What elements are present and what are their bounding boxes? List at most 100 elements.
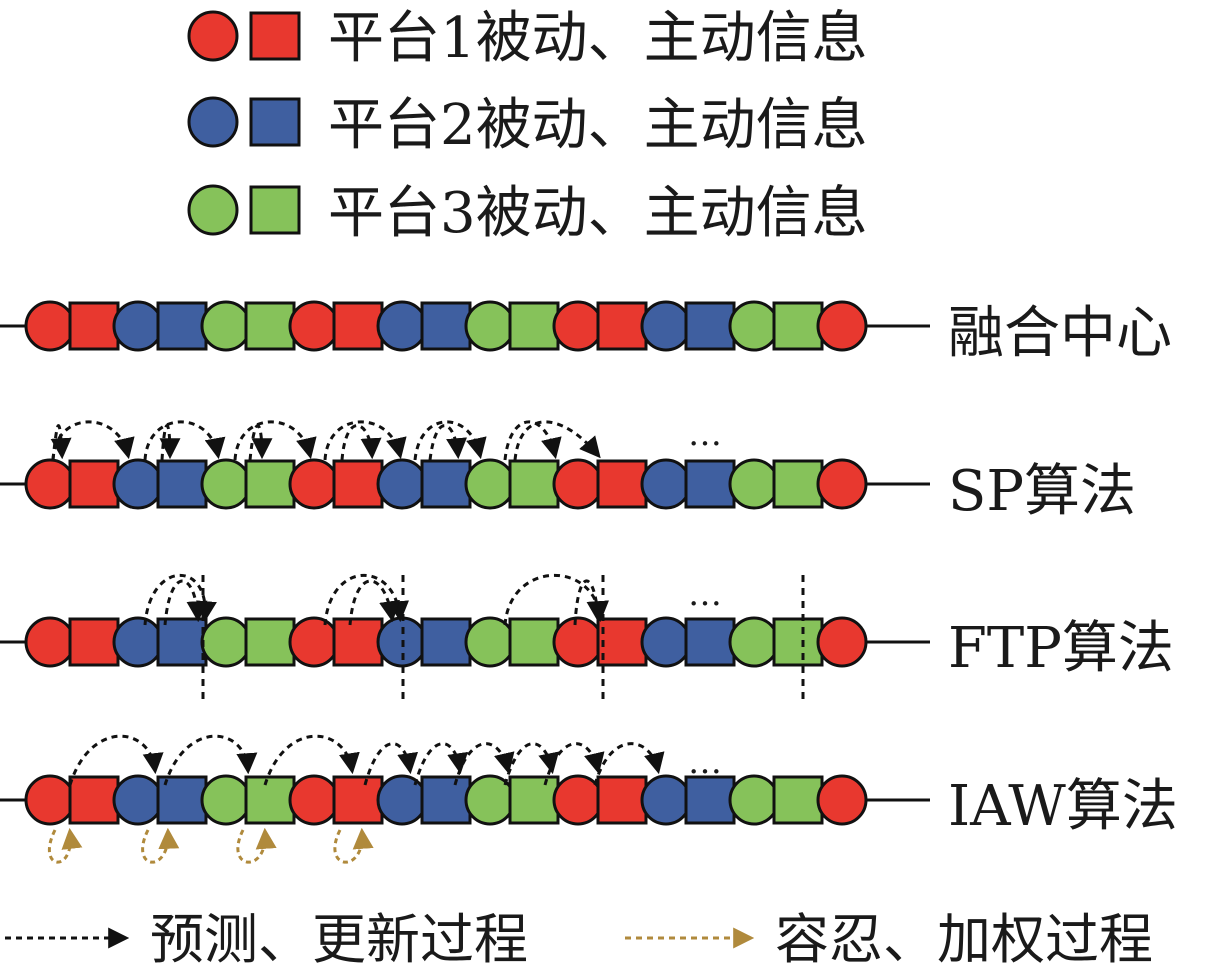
sp-green-active-square — [508, 459, 560, 509]
iaw-red-active-square — [596, 775, 648, 825]
ftp-blue-active-square — [420, 617, 472, 667]
iaw-blue-active-square — [156, 775, 208, 825]
platform-2-passive-circle-icon — [187, 96, 239, 148]
iaw-arrow-9 — [593, 742, 665, 786]
sp-red-active-square — [596, 459, 648, 509]
row-iaw-algorithm — [0, 774, 930, 826]
row-ftp-algorithm — [0, 616, 930, 668]
ftp-red-active-square — [332, 617, 384, 667]
iaw-ellipsis: … — [688, 742, 722, 782]
fusion-green-passive-circle — [464, 300, 516, 352]
row-label-iaw: IAW算法 — [948, 774, 1178, 839]
ftp-red-passive-circle — [288, 616, 340, 668]
fusion-red-active-square — [68, 301, 120, 351]
sp-blue-active-square — [420, 459, 472, 509]
sp-green-active-square — [772, 459, 824, 509]
fusion-red-active-square — [596, 301, 648, 351]
iaw-gold-arrow-3 — [236, 827, 277, 864]
fusion-blue-passive-circle — [376, 300, 428, 352]
ftp-arrow-3b — [573, 579, 608, 626]
legend-tolerance-weight: 容忍、加权过程 — [625, 908, 1153, 971]
iaw-arrow-5 — [413, 742, 469, 786]
iaw-blue-passive-circle — [376, 774, 428, 826]
iaw-green-active-square — [772, 775, 824, 825]
ftp-red-passive-circle — [24, 616, 76, 668]
ftp-ellipsis: … — [688, 574, 722, 614]
ftp-green-passive-circle — [728, 616, 780, 668]
fusion-green-active-square — [772, 301, 824, 351]
iaw-arrow-3 — [263, 734, 360, 786]
sp-arrow-5 — [413, 420, 487, 461]
legend-tolerance-weight-label: 容忍、加权过程 — [775, 908, 1153, 969]
sp-arrow-2b — [159, 424, 181, 461]
ftp-red-passive-circle — [552, 616, 604, 668]
iaw-arrow-7 — [503, 742, 559, 786]
legend-platform-1: 平台1被动、主动信息 — [187, 6, 868, 71]
iaw-tolerance-weight-arrows — [48, 827, 374, 864]
fusion-blue-passive-circle — [640, 300, 692, 352]
iaw-blue-passive-circle — [640, 774, 692, 826]
iaw-gold-arrow-2 — [141, 827, 180, 864]
sp-arrow-2 — [143, 420, 226, 461]
ftp-red-passive-circle — [816, 616, 868, 668]
fusion-blue-active-square — [684, 301, 736, 351]
row-label-ftp: FTP算法 — [948, 616, 1174, 681]
sp-green-passive-circle — [728, 458, 780, 510]
sp-red-passive-circle — [816, 458, 868, 510]
sp-red-passive-circle — [288, 458, 340, 510]
sp-arrow-1b — [50, 424, 72, 461]
sp-arrow-3 — [233, 420, 317, 461]
row-sp-algorithm — [0, 458, 930, 510]
sp-blue-passive-circle — [112, 458, 164, 510]
sp-arrow-4b — [340, 424, 382, 461]
sp-arrow-6 — [503, 420, 562, 461]
iaw-arrow-4 — [363, 742, 419, 786]
sp-blue-passive-circle — [376, 458, 428, 510]
ftp-arrow-1 — [143, 573, 217, 626]
sp-arrow-3b — [248, 424, 273, 461]
ftp-blue-passive-circle — [640, 616, 692, 668]
legend-platform-3: 平台3被动、主动信息 — [187, 181, 868, 246]
row-fusion-center — [0, 300, 930, 352]
sp-arrow-1 — [51, 420, 135, 461]
ftp-arrow-2b — [348, 579, 400, 626]
ftp-blue-active-square — [684, 617, 736, 667]
iaw-gold-arrow-1 — [48, 827, 83, 864]
platform-3-passive-circle-icon — [187, 184, 239, 236]
sp-green-passive-circle — [464, 458, 516, 510]
iaw-blue-active-square — [684, 775, 736, 825]
sp-red-active-square — [68, 459, 120, 509]
iaw-green-passive-circle — [728, 774, 780, 826]
legend-platform-1-label: 平台1被动、主动信息 — [328, 6, 868, 71]
iaw-arrow-1 — [68, 734, 164, 786]
fusion-red-passive-circle — [816, 300, 868, 352]
fusion-green-passive-circle — [728, 300, 780, 352]
sp-red-passive-circle — [552, 458, 604, 510]
iaw-blue-active-square — [420, 775, 472, 825]
fusion-blue-passive-circle — [112, 300, 164, 352]
fusion-green-passive-circle — [200, 300, 252, 352]
iaw-green-passive-circle — [200, 774, 252, 826]
sp-blue-active-square — [156, 459, 208, 509]
platform-3-active-square-icon — [249, 185, 301, 235]
iaw-red-active-square — [68, 775, 120, 825]
legend-platform-2-label: 平台2被动、主动信息 — [328, 93, 868, 158]
ftp-window-boundaries — [201, 575, 805, 700]
iaw-blue-passive-circle — [112, 774, 164, 826]
row-label-sp: SP算法 — [948, 459, 1136, 524]
sp-blue-passive-circle — [640, 458, 692, 510]
fusion-blue-active-square — [420, 301, 472, 351]
sp-blue-active-square — [684, 459, 736, 509]
iaw-arrow-8 — [543, 742, 605, 786]
fusion-green-active-square — [508, 301, 560, 351]
ftp-red-active-square — [596, 617, 648, 667]
sp-arrow-4 — [323, 420, 407, 461]
ftp-green-passive-circle — [200, 616, 252, 668]
iaw-green-active-square — [244, 775, 296, 825]
ftp-green-active-square — [508, 617, 560, 667]
fusion-red-passive-circle — [552, 300, 604, 352]
iaw-gold-arrow-4 — [333, 827, 374, 864]
iaw-red-passive-circle — [816, 774, 868, 826]
sp-ellipsis: … — [688, 414, 722, 454]
